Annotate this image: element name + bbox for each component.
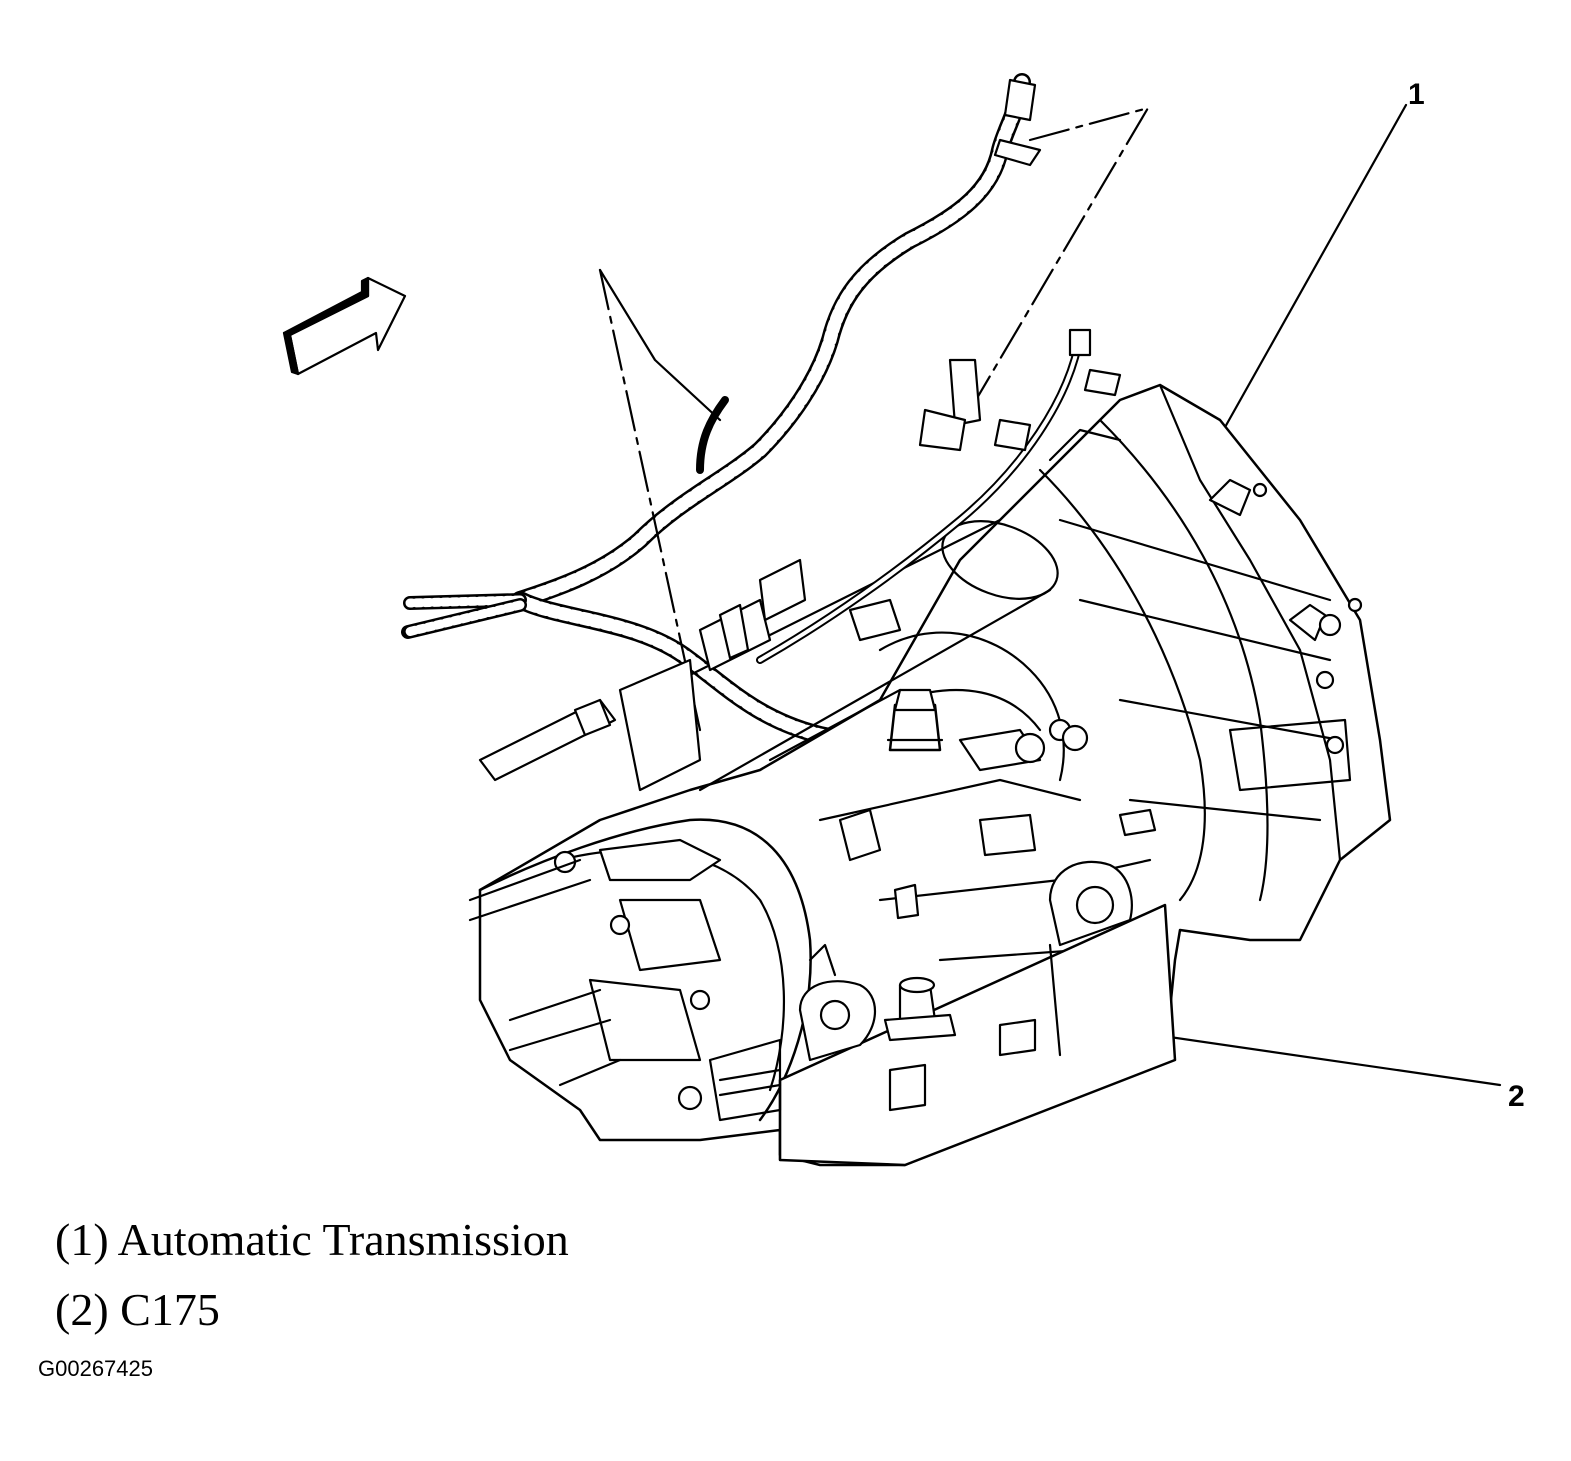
front-direction-arrow-icon xyxy=(282,276,407,376)
c175-connector xyxy=(883,688,957,1042)
legend-item-c175: (2) C175 xyxy=(55,1284,220,1335)
figure-id: G00267425 xyxy=(38,1356,153,1381)
callout-number-2: 2 xyxy=(1508,1080,1525,1113)
automatic-transmission xyxy=(468,328,1392,1167)
callout-number-1: 1 xyxy=(1408,78,1425,111)
legend-item-automatic-transmission: (1) Automatic Transmission xyxy=(55,1214,569,1265)
